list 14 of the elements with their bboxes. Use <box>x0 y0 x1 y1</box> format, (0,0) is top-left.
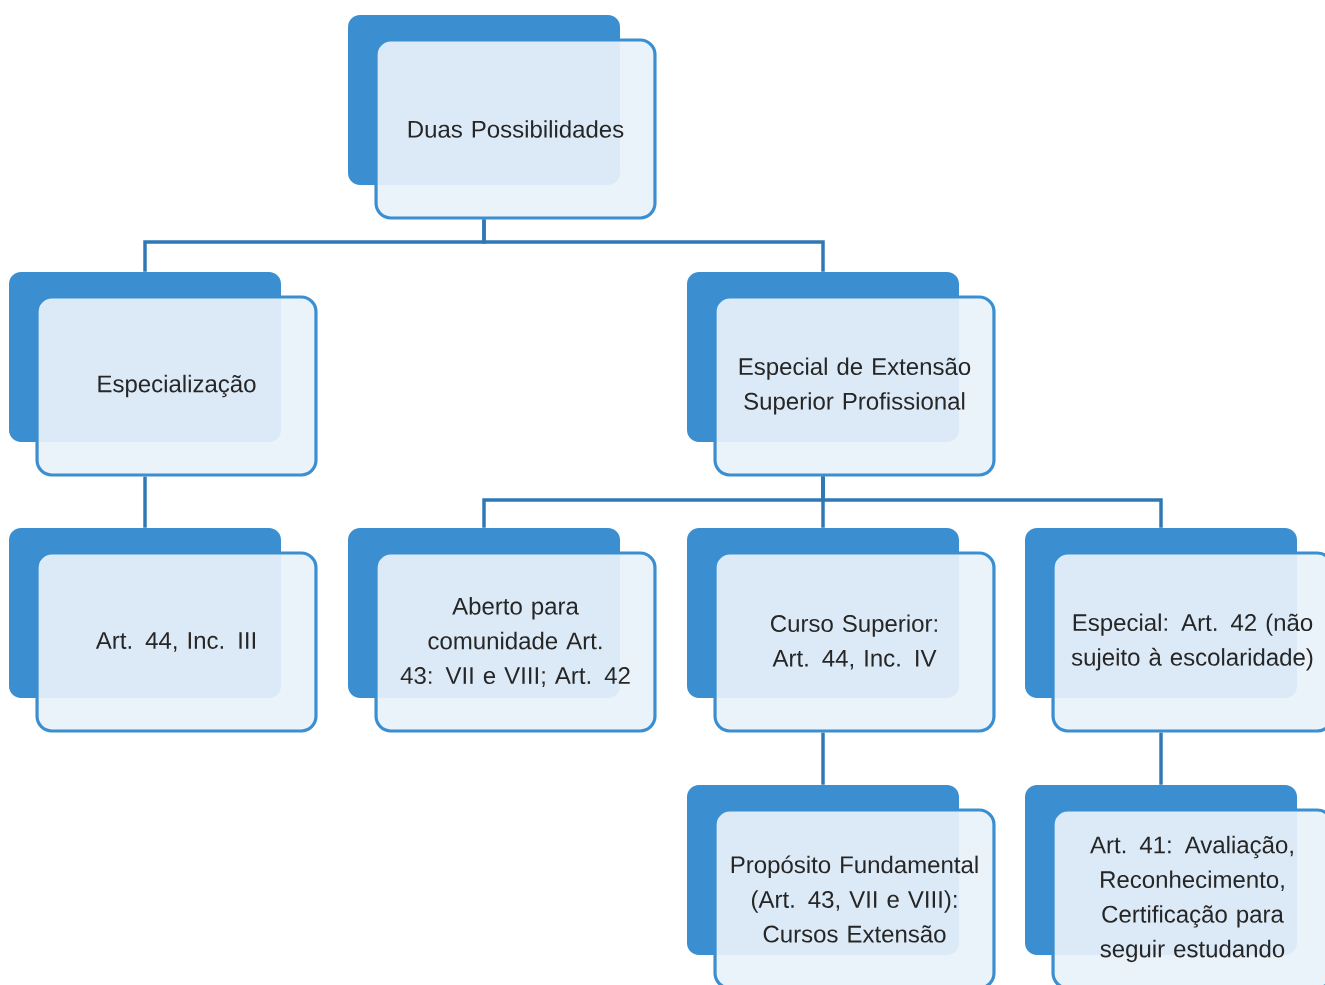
org-box: Propósito Fundamental (Art. 43, VII e VIII): Cursos Extensão <box>687 785 996 985</box>
connector-line <box>821 476 1163 528</box>
org-box: Aberto para comunidade Art. 43: VII e VIII; Art. 42 <box>348 528 657 733</box>
connector-line <box>482 219 825 272</box>
org-box: Especial: Art. 42 (não sujeito à escolaridade) <box>1025 528 1325 733</box>
connector-line <box>1159 732 1163 785</box>
org-box: Duas Possibilidades <box>348 15 657 220</box>
connector-line <box>821 732 825 785</box>
connector-line <box>143 476 147 528</box>
org-box: Art. 41: Avaliação, Reconhecimento, Certificação para seguir estudando <box>1025 785 1325 985</box>
org-box: Art. 44, Inc. III <box>9 528 318 733</box>
org-box: Especial de Extensão Superior Profissional <box>687 272 996 477</box>
org-box: Curso Superior: Art. 44, Inc. IV <box>687 528 996 733</box>
org-box: Especialização <box>9 272 318 477</box>
